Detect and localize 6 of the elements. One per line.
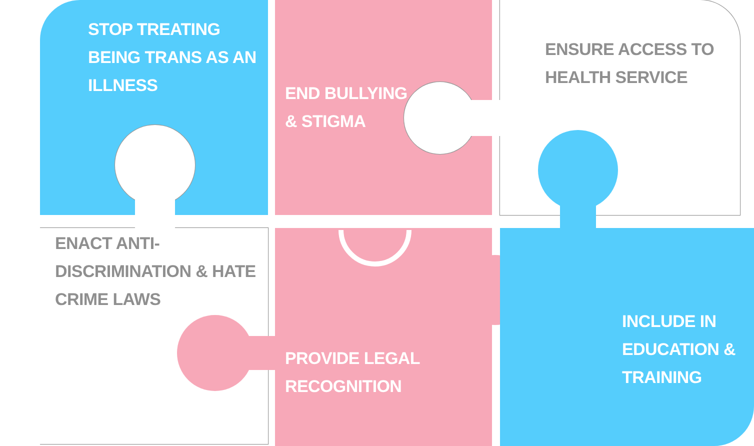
- piece-label: ENACT ANTI-DISCRIMINATION & HATE CRIME LAWS: [55, 233, 257, 311]
- piece-label: ENSURE ACCESS TO HEALTH SERVICE: [545, 39, 716, 89]
- piece-label: INCLUDE IN EDUCATION & TRAINING: [622, 311, 736, 389]
- piece-label: END BULLYING & STIGMA: [285, 83, 408, 133]
- piece-label: STOP TREATING BEING TRANS AS AN ILLNESS: [88, 19, 258, 97]
- piece-label: PROVIDE LEGAL RECOGNITION: [285, 348, 421, 398]
